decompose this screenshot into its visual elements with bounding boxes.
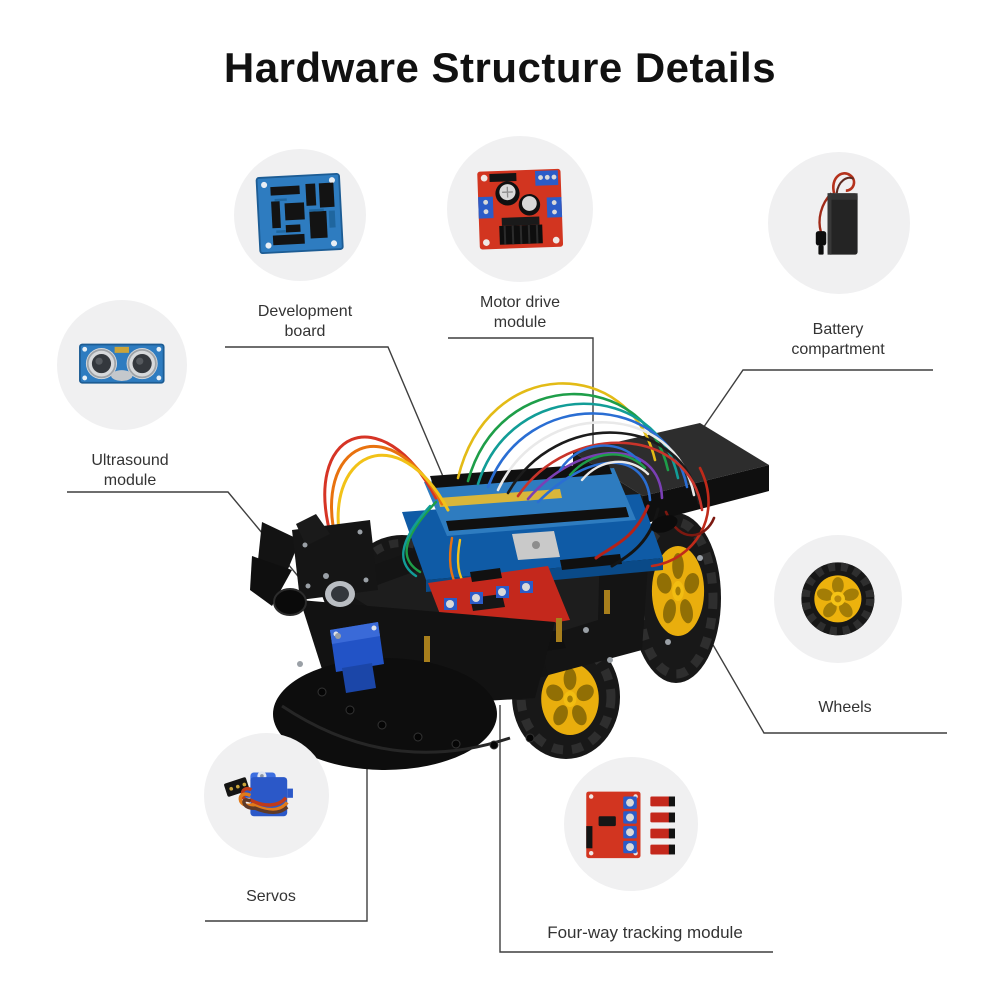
rear-right-wheel	[631, 513, 721, 683]
wheels-circle	[774, 535, 902, 663]
motor-drive-circle	[447, 136, 593, 282]
battery-line	[667, 369, 933, 480]
front-right-wheel	[512, 635, 620, 759]
motor-drive-line	[448, 337, 594, 500]
battery-compartment-image	[815, 171, 858, 255]
battery-compartment-label: Battery compartment	[791, 321, 885, 358]
servos-label: Servos	[246, 888, 296, 905]
servos-circle	[204, 733, 329, 858]
tracking-module-circle	[564, 757, 698, 891]
wheels-label: Wheels	[818, 699, 872, 716]
ultrasound-module-label: Ultrasound module	[91, 452, 169, 489]
ultrasound-line	[67, 491, 313, 594]
development-board-image	[255, 173, 344, 255]
battery-compartment-circle	[768, 152, 910, 294]
wheels-image	[801, 562, 875, 636]
tracking-module-label: Four-way tracking module	[547, 923, 743, 942]
jumper-wires	[323, 382, 716, 656]
robot-car-illustration	[250, 382, 769, 770]
tracking-module-image	[586, 791, 676, 859]
battery-box	[573, 423, 769, 524]
servos-image	[224, 771, 293, 817]
development-board-label: Development board	[257, 303, 353, 340]
ultrasound-module-circle	[57, 300, 187, 430]
page-title: Hardware Structure Details	[223, 44, 777, 91]
development-board-circle	[234, 149, 366, 281]
ultrasound-module-image	[79, 343, 165, 384]
blue-sensor-module	[456, 638, 548, 686]
servo-on-car	[330, 622, 384, 693]
motor-drive-label: Motor drive module	[479, 294, 561, 331]
tracking-board-on-car	[428, 566, 570, 640]
motor-drive-image	[477, 168, 563, 250]
development-board-line	[225, 346, 471, 541]
ultrasonic-mount-on-car	[273, 514, 378, 616]
